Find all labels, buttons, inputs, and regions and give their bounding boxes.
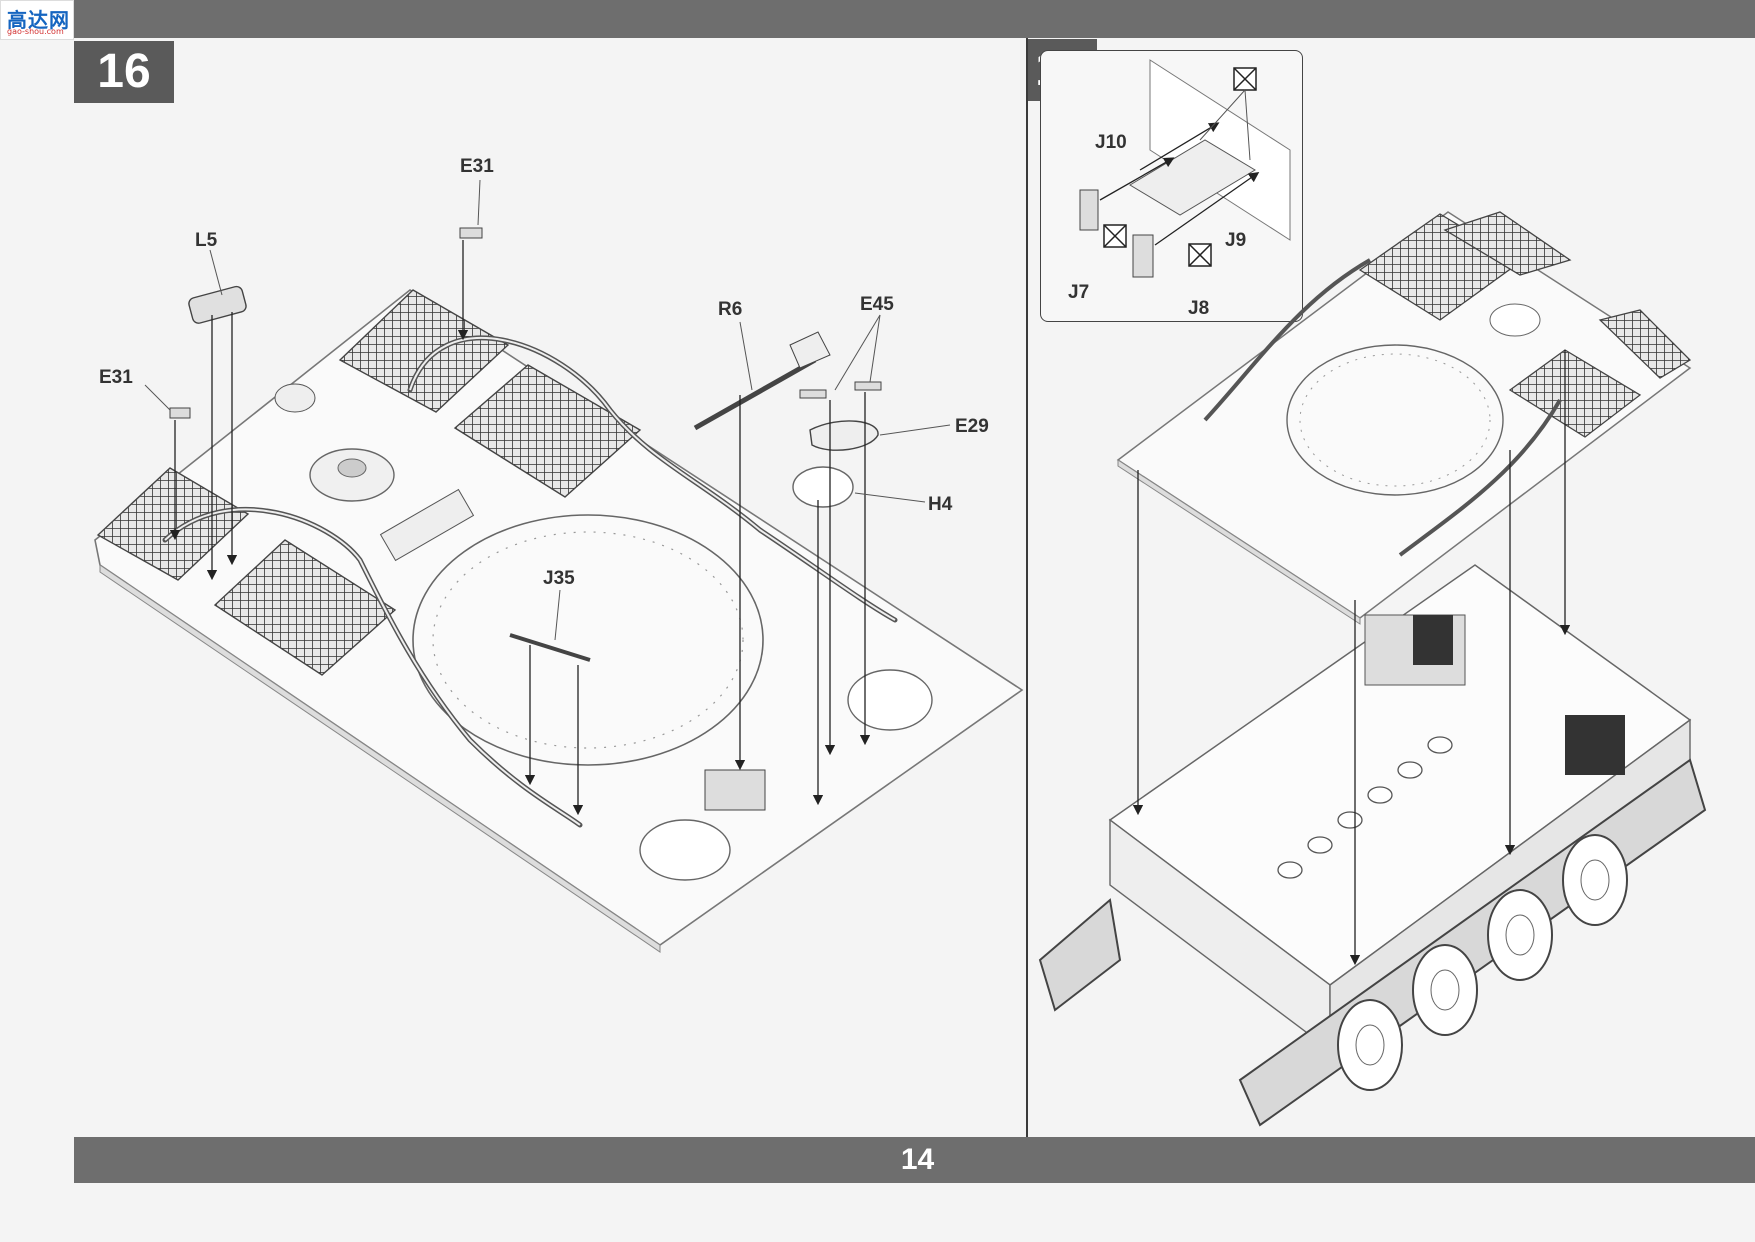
grille-right-inner bbox=[453, 364, 642, 498]
grille-right-outer bbox=[338, 289, 510, 413]
part-h4 bbox=[792, 466, 854, 508]
site-logo: 高达网 gao-shou.com bbox=[0, 0, 74, 40]
step-17-deck-assembly bbox=[1038, 211, 1707, 1127]
part-r6 bbox=[693, 357, 817, 431]
step-16-badge: 16 bbox=[74, 41, 174, 103]
part-e31-left bbox=[169, 407, 191, 419]
part-e29 bbox=[809, 420, 879, 451]
step-17-inset-drawing: J10 J9 J7 J8 bbox=[1068, 59, 1291, 319]
label-j35: J35 bbox=[543, 568, 575, 589]
logo-subtext: gao-shou.com bbox=[7, 27, 64, 36]
label-h4: H4 bbox=[928, 494, 953, 515]
label-j9: J9 bbox=[1225, 230, 1246, 251]
label-e45: E45 bbox=[860, 294, 894, 315]
label-e29: E29 bbox=[955, 416, 989, 437]
glue-icons bbox=[1103, 67, 1257, 267]
grille-left-inner bbox=[213, 539, 397, 676]
logo-text: 高达网 bbox=[7, 10, 70, 32]
header-band bbox=[0, 0, 1755, 38]
label-j7: J7 bbox=[1068, 282, 1089, 303]
grille-left-outer bbox=[96, 467, 250, 581]
label-j10: J10 bbox=[1095, 132, 1127, 153]
part-j35 bbox=[509, 633, 591, 662]
label-l5: L5 bbox=[195, 230, 218, 251]
part-j8 bbox=[1132, 234, 1154, 278]
part-l5 bbox=[188, 285, 247, 324]
page-divider bbox=[1026, 38, 1028, 1137]
part-j7 bbox=[1079, 189, 1099, 231]
turret-ring bbox=[412, 514, 764, 766]
page-number: 14 bbox=[900, 1143, 935, 1176]
label-e31-top: E31 bbox=[460, 156, 494, 177]
label-e31-left: E31 bbox=[99, 367, 133, 388]
label-j8: J8 bbox=[1188, 298, 1209, 319]
label-r6: R6 bbox=[718, 299, 742, 320]
part-e31-top bbox=[459, 227, 483, 239]
step-16-engine-deck: E31 L5 E31 R6 E45 E29 H4 J35 bbox=[94, 156, 1024, 953]
footer-band bbox=[74, 1137, 1755, 1183]
